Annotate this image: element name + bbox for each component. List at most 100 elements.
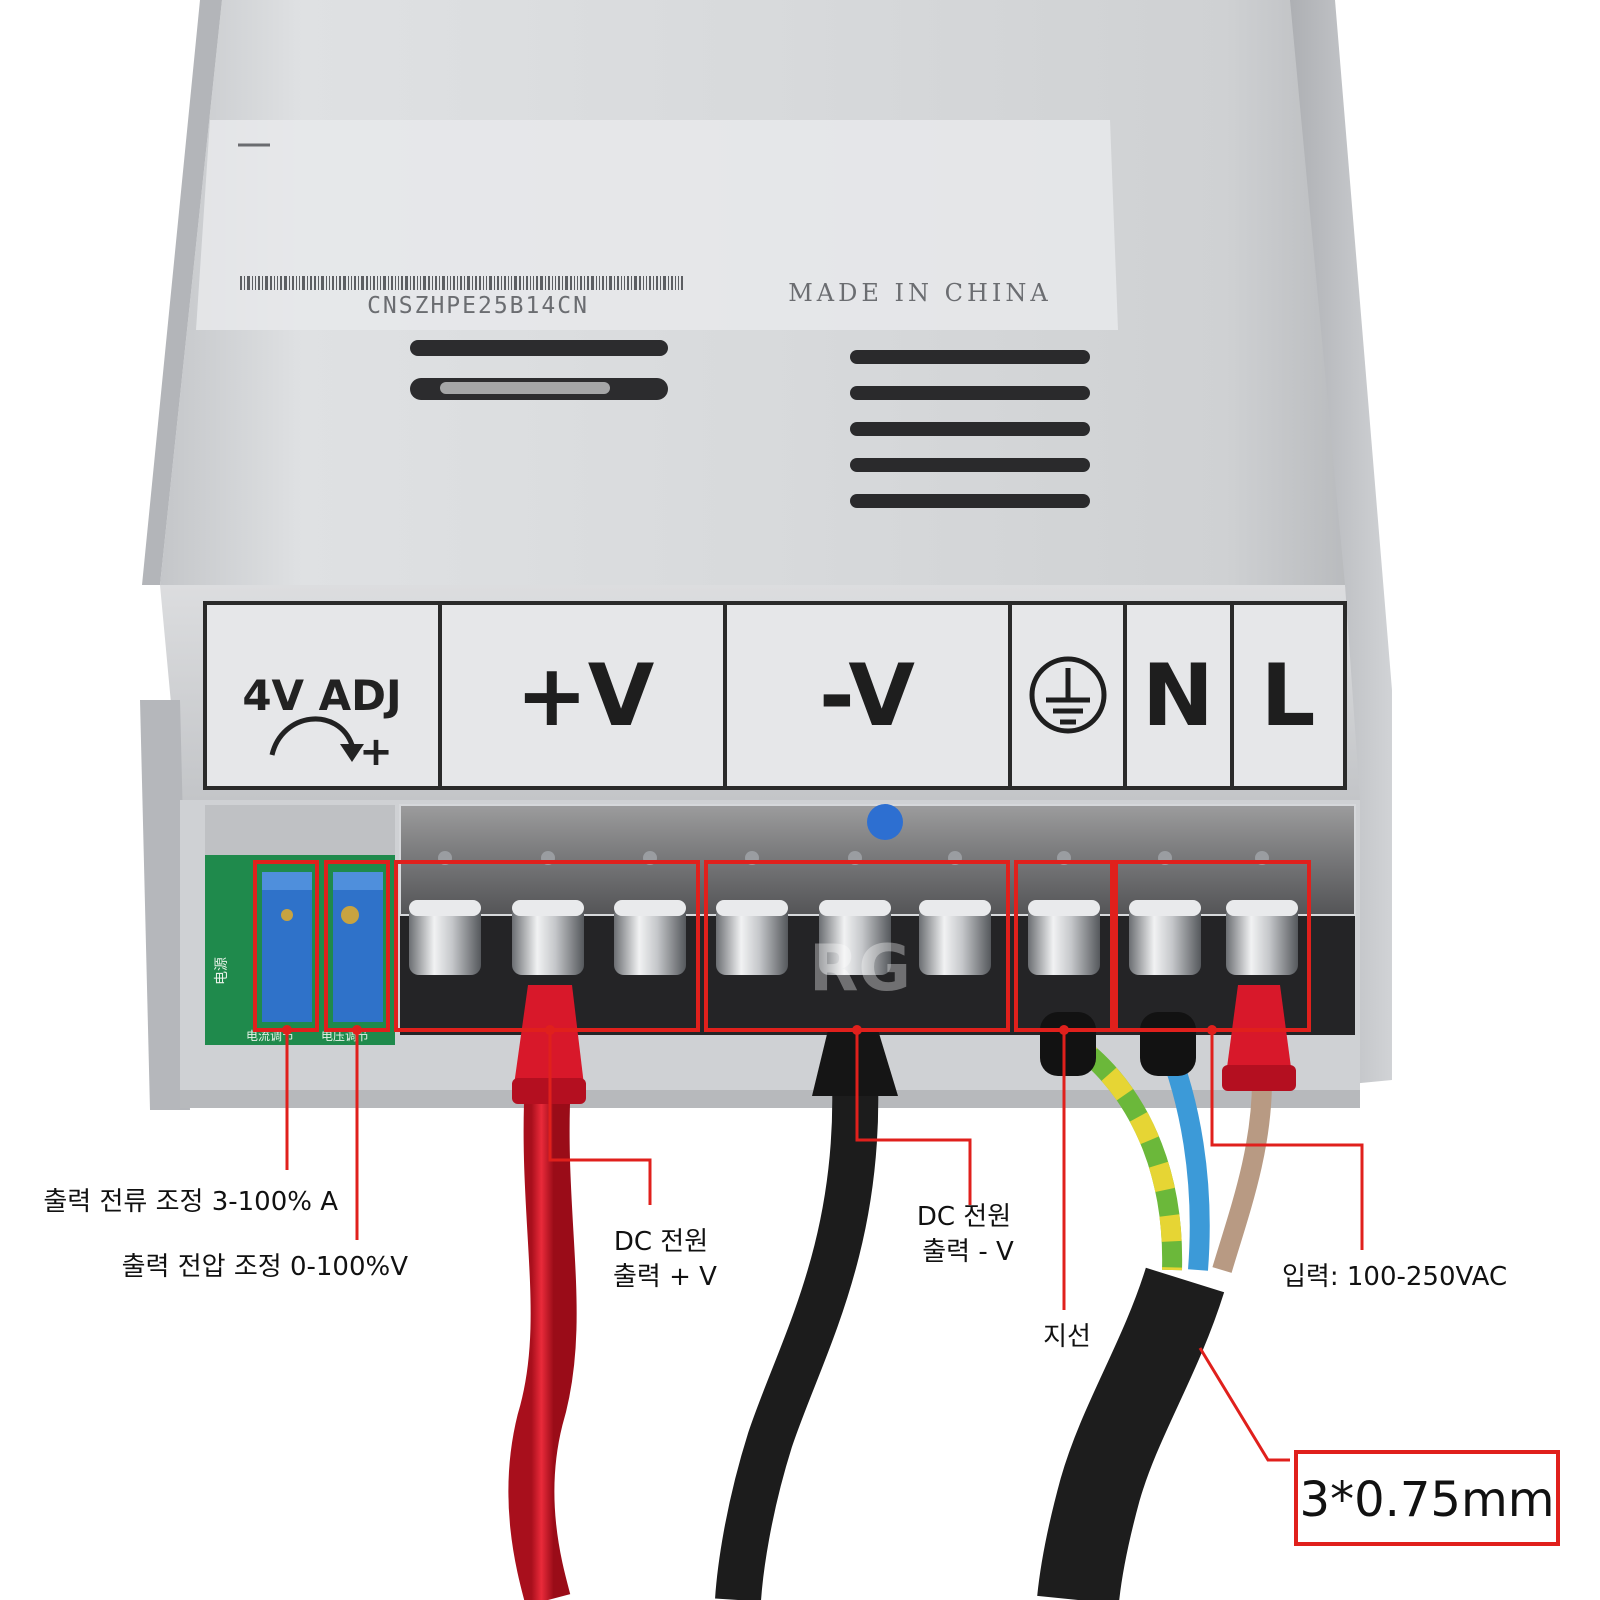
barcode-bar (450, 276, 451, 290)
barcode-bar (580, 276, 582, 290)
label-dc-pos-line2: 출력 + V (613, 1262, 717, 1292)
barcode-bar (398, 276, 399, 290)
barcode-bar (366, 276, 368, 290)
barcode-bar (552, 276, 553, 290)
barcode-bar (591, 276, 594, 290)
barcode-bar (497, 276, 499, 290)
barcode-bar (675, 276, 676, 290)
barcode-bar (558, 276, 560, 290)
barcode-bar (377, 276, 378, 290)
barcode-bar (511, 276, 512, 290)
adjust-arrow-icon (269, 716, 355, 756)
barcode-bar (447, 276, 448, 290)
barcode-bar (545, 276, 546, 290)
callout-labels: 출력 전류 조정 3-100% A 출력 전압 조정 0-100%V DC 전원… (43, 1187, 1507, 1352)
barcode-bar (501, 276, 502, 290)
leader-dots (282, 1025, 1217, 1035)
barcode-bar (432, 276, 433, 290)
ground-symbol-icon (1029, 656, 1107, 734)
terminal-screw (919, 851, 991, 975)
earth-sleeve (1040, 1012, 1096, 1076)
barcode-bar (388, 276, 389, 290)
barcode-bar (289, 276, 290, 290)
barcode-bar (329, 276, 330, 290)
barcode-bar (270, 276, 272, 290)
barcode-bar (678, 276, 679, 290)
barcode-bar (472, 276, 473, 290)
barcode-bar (624, 276, 625, 290)
barcode-bar (336, 276, 337, 290)
live-wire-brown (1212, 1079, 1272, 1273)
pcb-side-print: 电源 (214, 957, 230, 985)
barcode-bar (599, 276, 600, 290)
barcode-bar (639, 276, 641, 290)
barcode-bar (413, 276, 415, 290)
label-current-adjust: 출력 전류 조정 3-100% A (43, 1187, 338, 1217)
terminal-screw (1028, 851, 1100, 975)
negative-v-label: -V (819, 646, 915, 746)
barcode-bar (577, 276, 578, 290)
origin-label: MADE IN CHINA (788, 279, 1052, 307)
current-pot-print: 电流调节 (246, 1029, 294, 1043)
barcode-bar (326, 276, 327, 290)
barcode-bar (479, 276, 481, 290)
barcode-bar (540, 276, 543, 290)
label-dc-pos-line1: DC 전원 (614, 1227, 708, 1257)
label-dc-neg-line1: DC 전원 (917, 1202, 1011, 1232)
live-label: L (1261, 646, 1316, 746)
barcode-bar (453, 276, 455, 290)
adj-plus: + (359, 729, 393, 775)
barcode-bar (442, 276, 445, 290)
barcode-bar (354, 276, 356, 290)
barcode-bar (562, 276, 563, 290)
barcode-bar (621, 276, 622, 290)
barcode-bar (391, 276, 393, 290)
barcode-bar (428, 276, 430, 290)
barcode-bar (420, 276, 421, 290)
barcode-bar (339, 276, 341, 290)
barcode-bar (514, 276, 517, 290)
barcode-bar (423, 276, 426, 290)
barcode-bar (475, 276, 477, 290)
barcode-bar (602, 276, 604, 290)
voltage-trimmer-pot[interactable] (333, 872, 383, 1022)
barcode-bar (555, 276, 556, 290)
barcode-bar (307, 276, 308, 290)
pcb-board: 电源 电流调节 电压调节 (205, 805, 395, 1045)
barcode-bar (321, 276, 324, 290)
barcode-bar (439, 276, 440, 290)
barcode-bar (274, 276, 275, 290)
barcode-bar (395, 276, 396, 290)
barcode-bar (258, 276, 260, 290)
barcode-bar (671, 276, 673, 290)
label-input: 입력: 100-250VAC (1282, 1262, 1507, 1292)
barcode-bar (358, 276, 359, 290)
barcode-bar (401, 276, 403, 290)
barcode-bar (314, 276, 316, 290)
barcode-bar (284, 276, 287, 290)
wires (508, 985, 1296, 1600)
adj-label: 4V ADJ (242, 671, 401, 720)
barcode-bar (299, 276, 300, 290)
barcode-bar (332, 276, 334, 290)
barcode-bar (244, 276, 245, 290)
barcode-bar (627, 276, 629, 290)
terminal-screw (716, 851, 788, 975)
current-trimmer-pot[interactable] (262, 872, 312, 1022)
barcode-bar (383, 276, 386, 290)
terminal-label-panel: 4V ADJ + +V -V N L (203, 601, 1347, 790)
barcode-bar (457, 276, 458, 290)
barcode-bar (530, 276, 531, 290)
barcode-bar (596, 276, 597, 290)
barcode-bar (296, 276, 297, 290)
barcode-bar (370, 276, 371, 290)
barcode-bar (380, 276, 381, 290)
barcode-bar (373, 276, 375, 290)
barcode-bar (614, 276, 615, 290)
barcode-bar (262, 276, 263, 290)
barcode-bar (486, 276, 487, 290)
black-negative-wire (715, 1079, 879, 1600)
barcode-bar (570, 276, 572, 290)
label-dc-neg-line2: 출력 - V (922, 1237, 1014, 1267)
